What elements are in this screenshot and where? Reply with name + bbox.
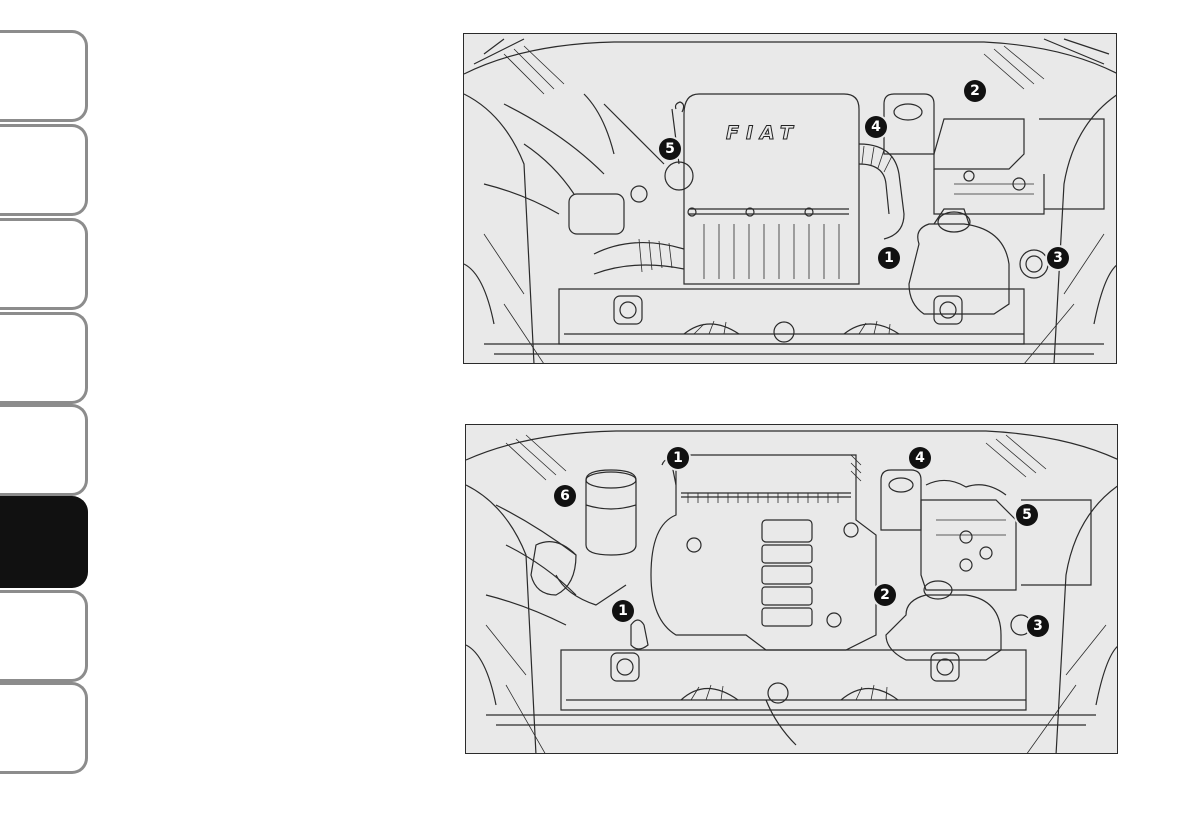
engine-bay-illustration-top: FIAT 1 2 3 4 5 [463,33,1117,364]
callout-5: 5 [1016,504,1038,526]
section-tab-7[interactable] [0,590,88,682]
engine-bay-drawing [464,34,1117,364]
callout-1-lower: 1 [612,600,634,622]
callout-4: 4 [909,447,931,469]
callout-3: 3 [1047,247,1069,269]
callout-4: 4 [865,116,887,138]
engine-bay-drawing [466,425,1118,754]
section-tab-4[interactable] [0,312,88,404]
section-tab-2[interactable] [0,124,88,216]
section-tab-8[interactable] [0,682,88,774]
section-tab-3[interactable] [0,218,88,310]
callout-5: 5 [659,138,681,160]
section-tab-5[interactable] [0,404,88,496]
callout-2: 2 [964,80,986,102]
callout-3: 3 [1027,615,1049,637]
callout-2: 2 [874,584,896,606]
callout-6: 6 [554,485,576,507]
fiat-logo: FIAT [726,122,800,144]
callout-1-upper: 1 [667,447,689,469]
engine-bay-illustration-bottom: 1 1 2 3 4 5 6 [465,424,1118,754]
section-tab-1[interactable] [0,30,88,122]
callout-1: 1 [878,247,900,269]
section-tab-6-active[interactable] [0,496,88,588]
